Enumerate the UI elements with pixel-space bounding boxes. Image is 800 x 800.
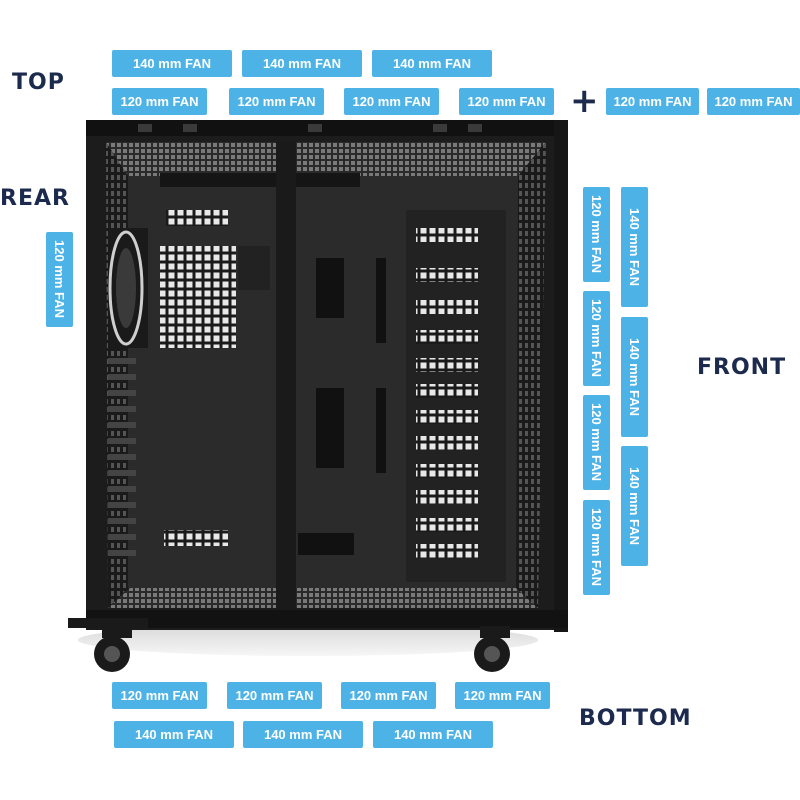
bottom-140-fan-badge: 140 mm FAN bbox=[243, 721, 363, 748]
top-140-fan-badge: 140 mm FAN bbox=[112, 50, 232, 77]
pc-case-illustration bbox=[68, 120, 568, 672]
top-extra-120-fan-badge: 120 mm FAN bbox=[606, 88, 699, 115]
front-120-fan-badge: 120 mm FAN bbox=[583, 500, 610, 595]
top-120-fan-badge: 120 mm FAN bbox=[229, 88, 324, 115]
top-140-fan-badge: 140 mm FAN bbox=[372, 50, 492, 77]
front-label: FRONT bbox=[697, 355, 787, 380]
bottom-140-fan-badge: 140 mm FAN bbox=[114, 721, 234, 748]
top-extra-120-fan-badge: 120 mm FAN bbox=[707, 88, 800, 115]
front-140-fan-badge: 140 mm FAN bbox=[621, 446, 648, 566]
plus-sign: + bbox=[570, 81, 599, 121]
rear-label: REAR bbox=[0, 186, 70, 211]
bottom-120-fan-badge: 120 mm FAN bbox=[341, 682, 436, 709]
top-120-fan-badge: 120 mm FAN bbox=[459, 88, 554, 115]
rear-120-fan-badge: 120 mm FAN bbox=[46, 232, 73, 327]
top-label: TOP bbox=[12, 70, 65, 95]
front-140-fan-badge: 140 mm FAN bbox=[621, 187, 648, 307]
front-120-fan-badge: 120 mm FAN bbox=[583, 187, 610, 282]
top-120-fan-badge: 120 mm FAN bbox=[344, 88, 439, 115]
top-140-fan-badge: 140 mm FAN bbox=[242, 50, 362, 77]
bottom-120-fan-badge: 120 mm FAN bbox=[227, 682, 322, 709]
front-120-fan-badge: 120 mm FAN bbox=[583, 291, 610, 386]
bottom-120-fan-badge: 120 mm FAN bbox=[112, 682, 207, 709]
bottom-label: BOTTOM bbox=[579, 706, 692, 731]
bottom-140-fan-badge: 140 mm FAN bbox=[373, 721, 493, 748]
bottom-120-fan-badge: 120 mm FAN bbox=[455, 682, 550, 709]
front-120-fan-badge: 120 mm FAN bbox=[583, 395, 610, 490]
top-120-fan-badge: 120 mm FAN bbox=[112, 88, 207, 115]
front-140-fan-badge: 140 mm FAN bbox=[621, 317, 648, 437]
